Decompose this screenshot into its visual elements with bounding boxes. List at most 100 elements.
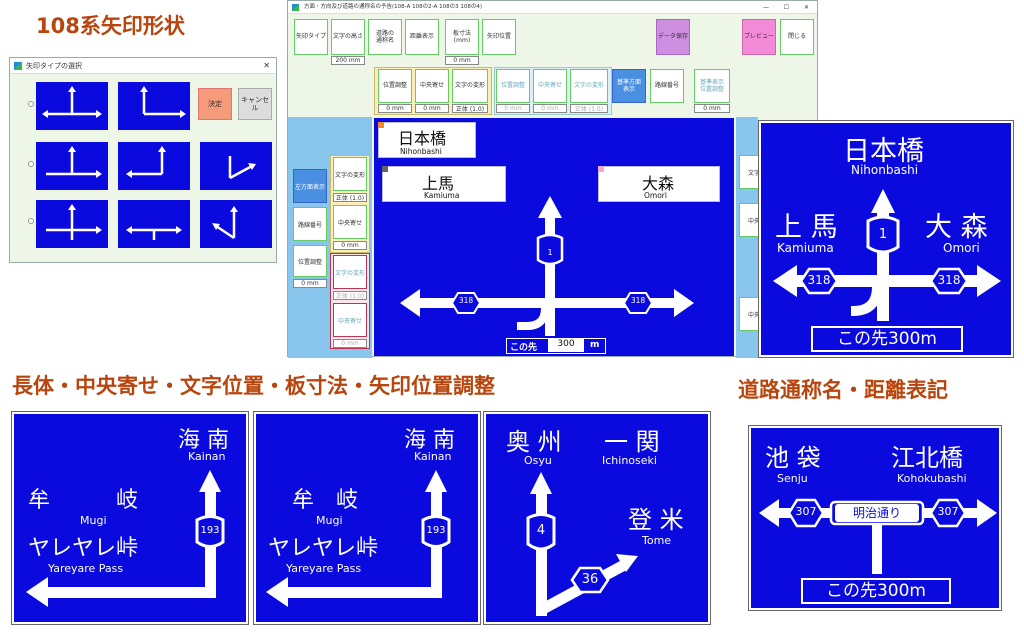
center-align-button-2[interactable]: 中央寄せ xyxy=(533,69,567,103)
right-destination-en: Omori xyxy=(644,191,667,200)
text-deform-value-2[interactable]: 正体 (1.0) xyxy=(570,104,608,113)
arrow-tile-5[interactable] xyxy=(200,142,272,190)
text-deform-button-2[interactable]: 文字の変形 xyxy=(570,69,608,103)
route-shield: 193 xyxy=(426,525,446,536)
position-adjust-button[interactable]: 位置調整 xyxy=(378,69,412,103)
editor-sign-canvas[interactable]: 日本橋 Nihonbashi 上馬 Kamiuma 大森 Omori 1 318 xyxy=(374,118,734,356)
sign-left-en: Osyu xyxy=(524,454,552,467)
distance-plate: この先300m xyxy=(811,326,963,352)
left-position-adjust-button[interactable]: 位置調整 xyxy=(293,245,327,277)
left-center-align-value[interactable]: 0 mm xyxy=(333,241,367,250)
route-shield-center[interactable]: 1 xyxy=(547,248,553,257)
close-icon[interactable]: ✕ xyxy=(263,61,270,70)
sign-ikebukuro-kohokubashi: 池 袋 Senju 江北橋 Kohokubashi 307 307 明治通り こ… xyxy=(748,425,1002,611)
road-name-button[interactable]: 道路の 通称名 xyxy=(368,19,402,55)
sign-top-ja: 日本橋 xyxy=(843,136,924,167)
distance-button[interactable]: 距離表示 xyxy=(405,19,439,55)
sign-right-ja: 江北橋 xyxy=(891,444,963,472)
text-height-button[interactable]: 文字の高さ xyxy=(331,19,365,55)
arrow-type-radio[interactable] xyxy=(28,218,34,224)
arrow-type-radio[interactable] xyxy=(28,101,34,107)
left-position-adjust-value[interactable]: 0 mm xyxy=(293,279,327,288)
heading-road-name-distance: 道路通称名・距離表記 xyxy=(738,378,948,402)
sign-top-ja: 海 南 xyxy=(404,428,455,453)
arrow-type-radio[interactable] xyxy=(28,161,34,167)
arrow-type-button[interactable]: 矢印タイプ xyxy=(294,19,328,55)
board-size-value[interactable]: 0 mm xyxy=(445,56,479,65)
position-adjust-button-2[interactable]: 位置調整 xyxy=(496,69,530,103)
ok-button[interactable]: 決定 xyxy=(198,88,232,120)
left-center-align-button[interactable]: 中央寄せ xyxy=(333,205,367,239)
left-destination-box[interactable] xyxy=(382,166,506,202)
sign-low-en: Tome xyxy=(642,534,672,547)
distance-value[interactable]: 300 xyxy=(548,339,584,352)
right-destination-box[interactable] xyxy=(598,166,720,202)
right-center-align-button-2[interactable]: 中央 xyxy=(739,297,758,331)
left-text-deform-value[interactable]: 正体 (1.0) xyxy=(333,193,367,202)
sign-top-en: Kainan xyxy=(188,450,226,463)
save-data-button[interactable]: データ保存 xyxy=(656,19,690,55)
left-direction-button[interactable]: 左方面表示 xyxy=(293,169,327,203)
arrow-position-button[interactable]: 矢印位置 xyxy=(482,19,516,55)
center-align-value-2[interactable]: 0 mm xyxy=(533,104,567,113)
app-titlebar: 方面・方向及び道路の通称名の予告(108-A 108の2-A 108の3 108… xyxy=(288,1,817,14)
sign-low-ja: ヤレヤレ峠 xyxy=(268,536,379,561)
minimize-icon[interactable]: — xyxy=(763,4,769,11)
marker-pink xyxy=(598,166,604,172)
arrow-tile-2[interactable] xyxy=(118,82,190,130)
arrow-tile-8[interactable] xyxy=(200,200,272,248)
sign-left-ja: 奥 州 xyxy=(506,428,562,456)
distance-plate[interactable] xyxy=(506,338,606,354)
dialog-title: 矢印タイプの選択 xyxy=(26,62,82,70)
left-text-deform-button[interactable]: 文字の変形 xyxy=(333,157,367,191)
sign-arrow-graphic xyxy=(773,189,1001,321)
top-destination-en: Nihonbashi xyxy=(400,147,442,156)
board-size-button[interactable]: 板寸法 (mm) xyxy=(445,19,479,55)
sign-kainan-center-aligned: 海 南 Kainan 牟 岐 Mugi ヤレヤレ峠 Yareyare Pass … xyxy=(253,411,481,625)
main-app-window: 方面・方向及び道路の通称名の予告(108-A 108の2-A 108の3 108… xyxy=(287,0,818,358)
right-text-deform-button[interactable]: 文字 xyxy=(739,155,758,189)
arrow-shape-icon xyxy=(212,206,238,240)
cancel-button[interactable]: キャンセル xyxy=(238,88,272,120)
left-text-deform-value-2[interactable]: 正体 (1.0) xyxy=(333,291,367,300)
route-shield-left[interactable]: 318 xyxy=(458,296,474,305)
left-destination-ja: 上馬 xyxy=(422,174,455,193)
close-button[interactable]: 閉じる xyxy=(780,19,814,55)
left-route-number-button[interactable]: 路線番号 xyxy=(293,207,327,241)
arrow-tile-1[interactable] xyxy=(36,82,108,130)
text-deform-button[interactable]: 文字の変形 xyxy=(452,69,488,103)
arrow-shape-icon xyxy=(228,156,256,180)
center-align-value[interactable]: 0 mm xyxy=(415,104,449,113)
arrow-graphic xyxy=(400,196,694,336)
arrow-tile-6[interactable] xyxy=(36,200,108,248)
route-shield-a: 4 xyxy=(536,523,546,538)
route-number-button[interactable]: 路線番号 xyxy=(650,69,684,103)
sign-low-ja: 登 米 xyxy=(628,506,684,534)
position-adjust-value[interactable]: 0 mm xyxy=(378,104,412,113)
preview-button[interactable]: プレビュー xyxy=(742,19,776,55)
sign-right-en: Omori xyxy=(943,241,980,255)
arrow-tile-4[interactable] xyxy=(118,142,190,190)
base-position-value[interactable]: 0 mm xyxy=(694,104,730,113)
base-position-adjust-button[interactable]: 基準表示 位置調整 xyxy=(694,69,730,103)
left-center-align-button-2[interactable]: 中央寄せ xyxy=(333,303,367,337)
close-icon[interactable]: ✕ xyxy=(803,4,809,11)
top-destination-box[interactable] xyxy=(378,122,476,158)
arrow-tile-7[interactable] xyxy=(118,200,190,248)
sign-top-ja: 海 南 xyxy=(178,428,229,453)
base-direction-button[interactable]: 基準方面 表示 xyxy=(612,69,646,103)
app-icon xyxy=(14,62,22,70)
route-shield: 193 xyxy=(200,525,220,536)
left-center-align-value-2[interactable]: 0 mm xyxy=(333,339,367,348)
maximize-icon[interactable]: ☐ xyxy=(783,4,789,11)
left-text-deform-button-2[interactable]: 文字の変形 xyxy=(333,255,367,289)
text-deform-value[interactable]: 正体 (1.0) xyxy=(452,104,488,113)
center-align-button[interactable]: 中央寄せ xyxy=(415,69,449,103)
app-icon xyxy=(292,4,299,11)
text-height-value[interactable]: 200 mm xyxy=(331,56,365,65)
position-adjust-value-2[interactable]: 0 mm xyxy=(496,104,530,113)
right-center-align-button[interactable]: 中央 xyxy=(739,203,758,237)
route-shield-right[interactable]: 318 xyxy=(630,296,646,305)
arrow-tile-3[interactable] xyxy=(36,142,108,190)
sign-arrow-graphic xyxy=(526,472,638,616)
